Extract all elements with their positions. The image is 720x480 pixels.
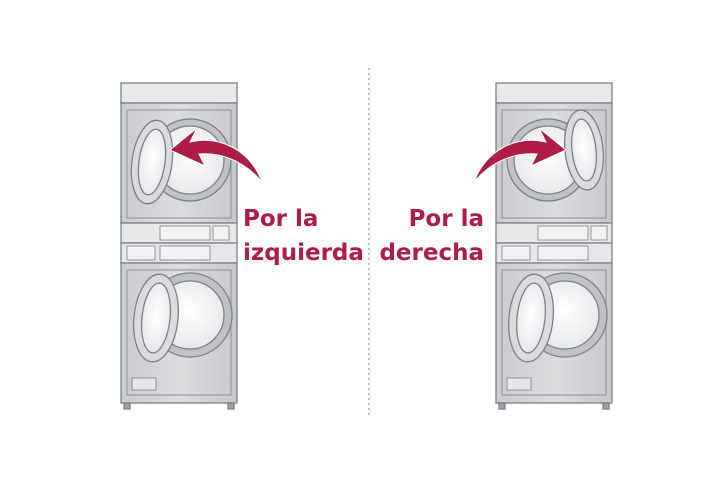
stack-right xyxy=(495,82,613,410)
label-left-line1: Por la xyxy=(243,206,319,232)
curved-arrow-right xyxy=(473,127,567,183)
curved-arrow-left xyxy=(169,127,263,183)
label-right-line1: Por la xyxy=(408,206,484,232)
label-left-hinge: Por la izquierda xyxy=(243,202,364,270)
label-right-line2: derecha xyxy=(379,240,484,266)
stack-left xyxy=(120,82,238,410)
label-right-hinge: Por la derecha xyxy=(379,202,484,270)
label-left-line2: izquierda xyxy=(243,240,364,266)
